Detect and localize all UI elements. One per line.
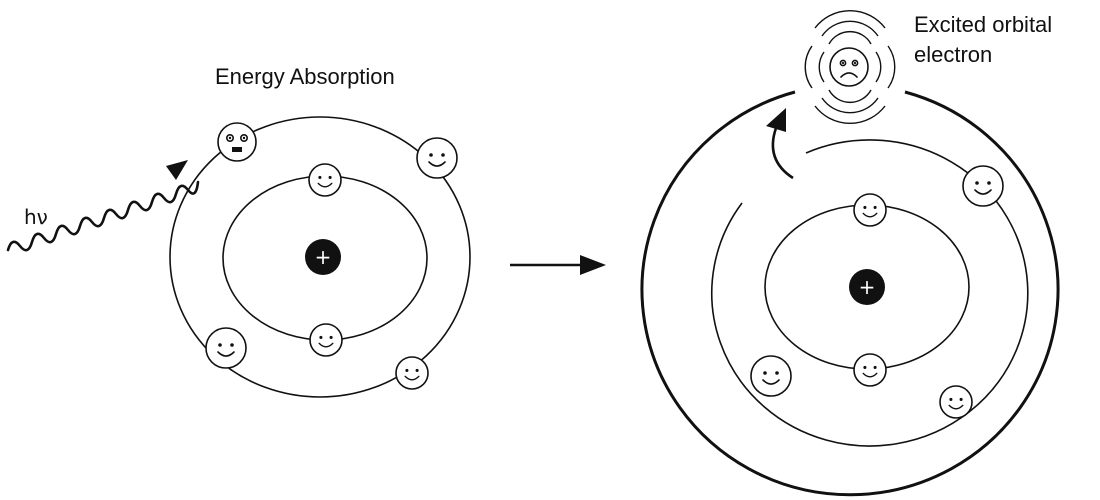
electron-smiley-icon [205, 327, 247, 369]
left-atom: Energy Absorption + hν [6, 64, 471, 398]
electron-smiley-icon [309, 323, 343, 357]
right-outermost-orbit [640, 90, 1060, 497]
electron-smiley-icon [853, 353, 887, 387]
right-nucleus: + [849, 269, 885, 305]
excited-electron-label-line2: electron [914, 42, 992, 67]
electron-smiley-icon [750, 355, 792, 397]
photon-label: hν [24, 205, 48, 229]
right-atom: Excited orbital electron + [640, 10, 1060, 497]
electron-smiley-icon [308, 163, 342, 197]
electron-smiley-icon [939, 385, 973, 419]
electron-smiley-icon [853, 193, 887, 227]
jump-curved-arrow-icon [766, 108, 794, 180]
electron-surprised-icon [217, 122, 257, 162]
excited-electron [804, 10, 896, 124]
vibration-ripples [804, 10, 896, 124]
left-outer-orbit [169, 116, 471, 398]
photon-wavy-arrow-icon [6, 160, 200, 252]
electron-smiley-icon [416, 137, 458, 179]
plus-icon: + [859, 275, 876, 299]
left-nucleus: + [305, 239, 341, 275]
transition-right-arrow-icon [510, 255, 606, 275]
electron-smiley-icon [395, 356, 429, 390]
electron-sad-icon [829, 47, 869, 87]
plus-icon: + [315, 245, 332, 269]
energy-absorption-title: Energy Absorption [215, 64, 395, 89]
electron-smiley-icon [962, 165, 1004, 207]
excited-electron-label-line1: Excited orbital [914, 12, 1052, 37]
